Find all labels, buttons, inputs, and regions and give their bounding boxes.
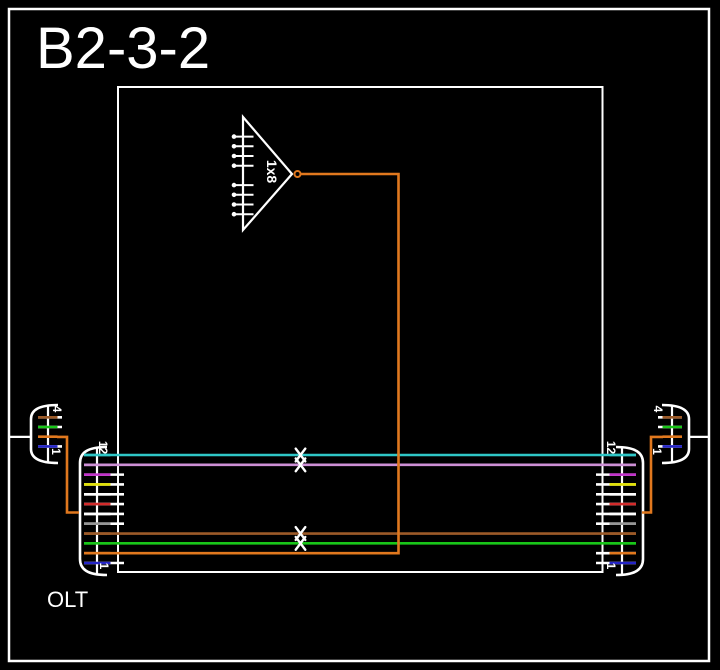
splitter-port-dot-2: [231, 144, 237, 149]
fiber-lines-layer: [84, 172, 636, 555]
x-mark-fiber-3: [294, 535, 307, 551]
left-drop-connector[interactable]: 4 1: [10, 403, 64, 465]
right-drop-fiber-ticks: [658, 415, 682, 448]
outer-border: [7, 7, 711, 663]
splitter-triangle: [241, 114, 294, 233]
splitter-port-dot-6: [231, 192, 237, 198]
splitter-1x8[interactable]: 1x8: [231, 114, 302, 233]
right-drop-bottom-label: 1: [650, 448, 664, 455]
left-drop-top-label: 4: [50, 406, 64, 413]
left-cable-fiber-ticks: [84, 453, 124, 565]
left-cable-connector[interactable]: 12 1: [78, 441, 124, 577]
left-cable-bottom-label: 1: [97, 563, 111, 570]
enclosure-box: [117, 86, 604, 573]
left-drop-orange-route: [57, 435, 79, 514]
splitter-input-port-dot: [293, 170, 302, 178]
right-drop-bracket: [661, 403, 691, 465]
right-cable-top-label: 12: [604, 441, 618, 455]
right-cable-bottom-label: 1: [604, 563, 618, 570]
left-drop-fiber-ticks: [38, 415, 62, 448]
splitter-output-ports: [231, 134, 254, 217]
olt-label: OLT: [47, 587, 88, 612]
right-cable-bracket: [615, 445, 645, 577]
splitter-ratio-label: 1x8: [264, 160, 280, 184]
right-cable-connector[interactable]: 12 1: [596, 441, 645, 577]
splitter-port-dot-7: [231, 202, 237, 207]
right-drop-orange-route: [642, 435, 663, 514]
right-drop-connector[interactable]: 4 1: [650, 403, 708, 465]
splitter-feed-line: [84, 172, 400, 555]
splitter-port-dot-1: [231, 134, 237, 139]
splitter-port-dot-3: [231, 153, 237, 159]
right-cable-fiber-ticks: [596, 453, 636, 565]
page-title: B2-3-2: [36, 16, 210, 81]
left-drop-bracket: [29, 403, 59, 465]
left-drop-bottom-label: 1: [49, 448, 63, 455]
left-cable-top-label: 12: [96, 441, 110, 455]
splitter-port-dot-5: [231, 182, 237, 188]
right-drop-top-label: 4: [651, 406, 665, 413]
x-mark-fiber-11: [294, 457, 307, 473]
splice-x-marks: [294, 447, 307, 551]
splitter-port-dot-8: [231, 211, 237, 217]
left-cable-bracket: [78, 445, 108, 577]
splitter-port-dot-4: [231, 163, 237, 168]
